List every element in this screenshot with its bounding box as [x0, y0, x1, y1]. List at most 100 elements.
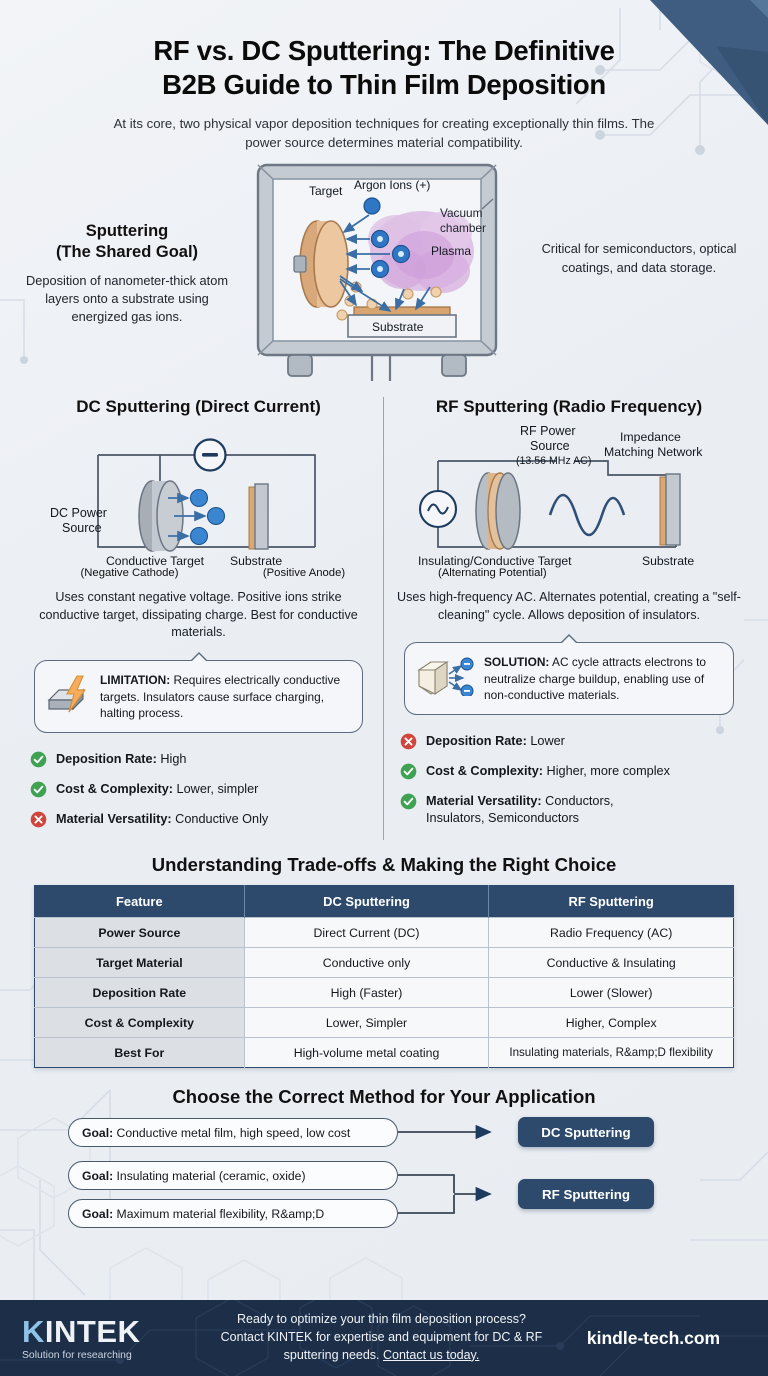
footer-cta-line1: Ready to optimize your thin film deposit…	[236, 1312, 527, 1327]
rf-substrate	[659, 472, 681, 546]
shared-goal-text-block: Sputtering (The Shared Goal) Deposition …	[16, 213, 238, 327]
kintek-logo-k: K	[22, 1313, 45, 1349]
page-title-line1: RF vs. DC Sputtering: The Definitive	[153, 35, 615, 66]
rf-ac-source	[418, 489, 458, 528]
decision-goal-0-label: Goal:	[82, 1125, 114, 1140]
check-circle-icon	[400, 763, 417, 780]
dc-limitation-label: LIMITATION:	[100, 673, 171, 688]
comparison-section: DC Sputtering (Direct Current)	[0, 396, 768, 841]
rf-bullet-1-value: Higher, more complex	[543, 764, 670, 779]
rf-bullet-2: Material Versatility: Conductors, Insula…	[400, 792, 738, 827]
rf-target-disc	[475, 471, 521, 550]
rf-label-target-line1: Insulating/Conductive Target	[418, 554, 572, 568]
dc-sputtering-diagram: DC Power Source Conductive Target Substr…	[50, 438, 316, 568]
table-cell-feature: Best For	[34, 1037, 245, 1068]
table-cell-feature: Deposition Rate	[34, 977, 245, 1008]
dc-label-substrate-line1: Substrate	[230, 554, 282, 568]
dc-bullet-list: Deposition Rate: High Cost & Complexity:…	[30, 750, 367, 828]
dc-ion-particles	[189, 488, 225, 545]
plasma-cloud	[368, 210, 474, 293]
shared-goal-section: Sputtering (The Shared Goal) Deposition …	[0, 153, 768, 381]
table-header-row: Feature DC Sputtering RF Sputtering	[34, 885, 734, 918]
dc-negative-terminal	[192, 438, 227, 472]
table-cell-dc: Direct Current (DC)	[244, 917, 490, 948]
table-cell-dc: High (Faster)	[244, 977, 490, 1008]
cross-circle-icon	[400, 733, 417, 750]
dc-column: DC Sputtering (Direct Current)	[14, 396, 384, 841]
dc-label-target-line2: (Negative Cathode)	[80, 566, 179, 579]
rf-solution-label: SOLUTION:	[484, 655, 550, 670]
tradeoff-table-title: Understanding Trade-offs & Making the Ri…	[151, 854, 617, 876]
cross-circle-icon	[30, 811, 47, 828]
label-substrate: Substrate	[372, 320, 424, 334]
metal-ingot-lightning-icon	[47, 675, 87, 713]
decision-goal-2-text: Maximum material flexibility, R&amp;D	[113, 1206, 325, 1221]
check-circle-icon	[400, 794, 417, 810]
table-row: Deposition Rate High (Faster) Lower (Slo…	[34, 977, 734, 1008]
table-col-rf: RF Sputtering	[488, 885, 734, 918]
rf-bullet-0-value: Lower	[526, 734, 565, 749]
table-cell-feature: Cost & Complexity	[34, 1007, 245, 1038]
decision-goal-2-label: Goal:	[82, 1206, 114, 1221]
table-cell-rf: Lower (Slower)	[488, 977, 734, 1008]
decision-result-rf[interactable]: RF Sputtering	[518, 1179, 654, 1210]
rf-sine-wave	[548, 493, 626, 536]
footer: KINTEK Solution for researching Ready to…	[0, 1300, 768, 1376]
dc-bullet-2-label: Material Versatility:	[56, 812, 172, 827]
rf-label-power-line2: Source	[530, 439, 570, 453]
rf-bullet-0-label: Deposition Rate:	[426, 734, 527, 749]
rf-bullet-1-label: Cost & Complexity:	[426, 764, 544, 779]
decision-result-dc[interactable]: DC Sputtering	[518, 1117, 654, 1148]
tradeoff-table-section: Understanding Trade-offs & Making the Ri…	[0, 854, 768, 1069]
rf-heading: RF Sputtering (Radio Frequency)	[435, 396, 703, 416]
decision-title: Choose the Correct Method for Your Appli…	[172, 1086, 596, 1108]
decision-goal-1-label: Goal:	[82, 1168, 114, 1183]
dc-label-power-line2: Source	[62, 521, 102, 535]
footer-cta-line2: Contact KINTEK for expertise and equipme…	[220, 1330, 543, 1345]
rf-label-power-line3: (13.56 MHz AC)	[516, 455, 591, 467]
decision-goal-0-text: Conductive metal film, high speed, low c…	[113, 1125, 351, 1140]
check-circle-icon	[30, 751, 47, 768]
kintek-logo-rest: INTEK	[44, 1313, 141, 1349]
dc-bullet-0: Deposition Rate: High	[30, 750, 367, 768]
table-col-dc: DC Sputtering	[244, 885, 490, 918]
sputtering-chamber-diagram: Target Argon Ions (+) Plasma Substrate	[256, 163, 498, 381]
page-subtitle: At its core, two physical vapor depositi…	[113, 116, 655, 150]
kintek-logo: KINTEK Solution for researching	[22, 1316, 202, 1361]
table-cell-rf: Higher, Complex	[488, 1007, 734, 1038]
rf-label-target-line2: (Alternating Potential)	[438, 566, 547, 579]
decision-flow-connectors	[398, 1125, 492, 1215]
dc-label-target-line1: Conductive Target	[106, 554, 205, 568]
dc-limitation-body: Requires electrically conductive targets…	[100, 673, 341, 720]
rf-description: Uses high-frequency AC. Alternates poten…	[397, 589, 741, 622]
shared-goal-heading-line1: Sputtering	[85, 221, 169, 240]
page-title-line2: B2B Guide to Thin Film Deposition	[162, 69, 606, 101]
target-disc	[293, 219, 349, 308]
decision-goal-2[interactable]: Goal: Maximum material flexibility, R&am…	[68, 1199, 398, 1229]
ion-flow-arrows	[339, 213, 431, 312]
decision-goal-0[interactable]: Goal: Conductive metal film, high speed,…	[68, 1118, 398, 1148]
table-cell-rf: Conductive & Insulating	[488, 947, 734, 978]
rf-label-substrate: Substrate	[642, 554, 694, 568]
rf-bullet-2-label: Material Versatility:	[426, 794, 542, 809]
dc-limitation-text: LIMITATION: Requires electrically conduc…	[100, 672, 350, 721]
table-cell-rf: Radio Frequency (AC)	[488, 917, 734, 948]
table-row: Best For High-volume metal coating Insul…	[34, 1037, 734, 1068]
dc-bullet-1-value: Lower, simpler	[173, 782, 259, 797]
footer-site-url[interactable]: kindle-tech.com	[586, 1327, 721, 1348]
dc-bullet-2-value: Conductive Only	[171, 812, 269, 827]
footer-contact-link[interactable]: Contact us today.	[383, 1347, 480, 1362]
shared-goal-right-note-text: Critical for semiconductors, optical coa…	[541, 241, 737, 275]
table-row: Target Material Conductive only Conducti…	[34, 947, 734, 978]
decision-goal-1[interactable]: Goal: Insulating material (ceramic, oxid…	[68, 1161, 398, 1191]
rf-bullet-1: Cost & Complexity: Higher, more complex	[400, 762, 738, 780]
dc-bullet-1-label: Cost & Complexity:	[56, 782, 174, 797]
comparison-table: Feature DC Sputtering RF Sputtering Powe…	[34, 885, 734, 1069]
sputtering-chamber-diagram-wrap: Target Argon Ions (+) Plasma Substrate	[242, 159, 522, 381]
table-row: Power Source Direct Current (DC) Radio F…	[34, 917, 734, 948]
footer-cta-line3: sputtering needs.	[283, 1347, 383, 1362]
rf-diagram-wrap: RF Power Source (13.56 MHz AC) Impedance…	[396, 419, 742, 569]
dc-description: Uses constant negative voltage. Positive…	[39, 589, 358, 640]
dc-bullet-2: Material Versatility: Conductive Only	[30, 810, 367, 828]
